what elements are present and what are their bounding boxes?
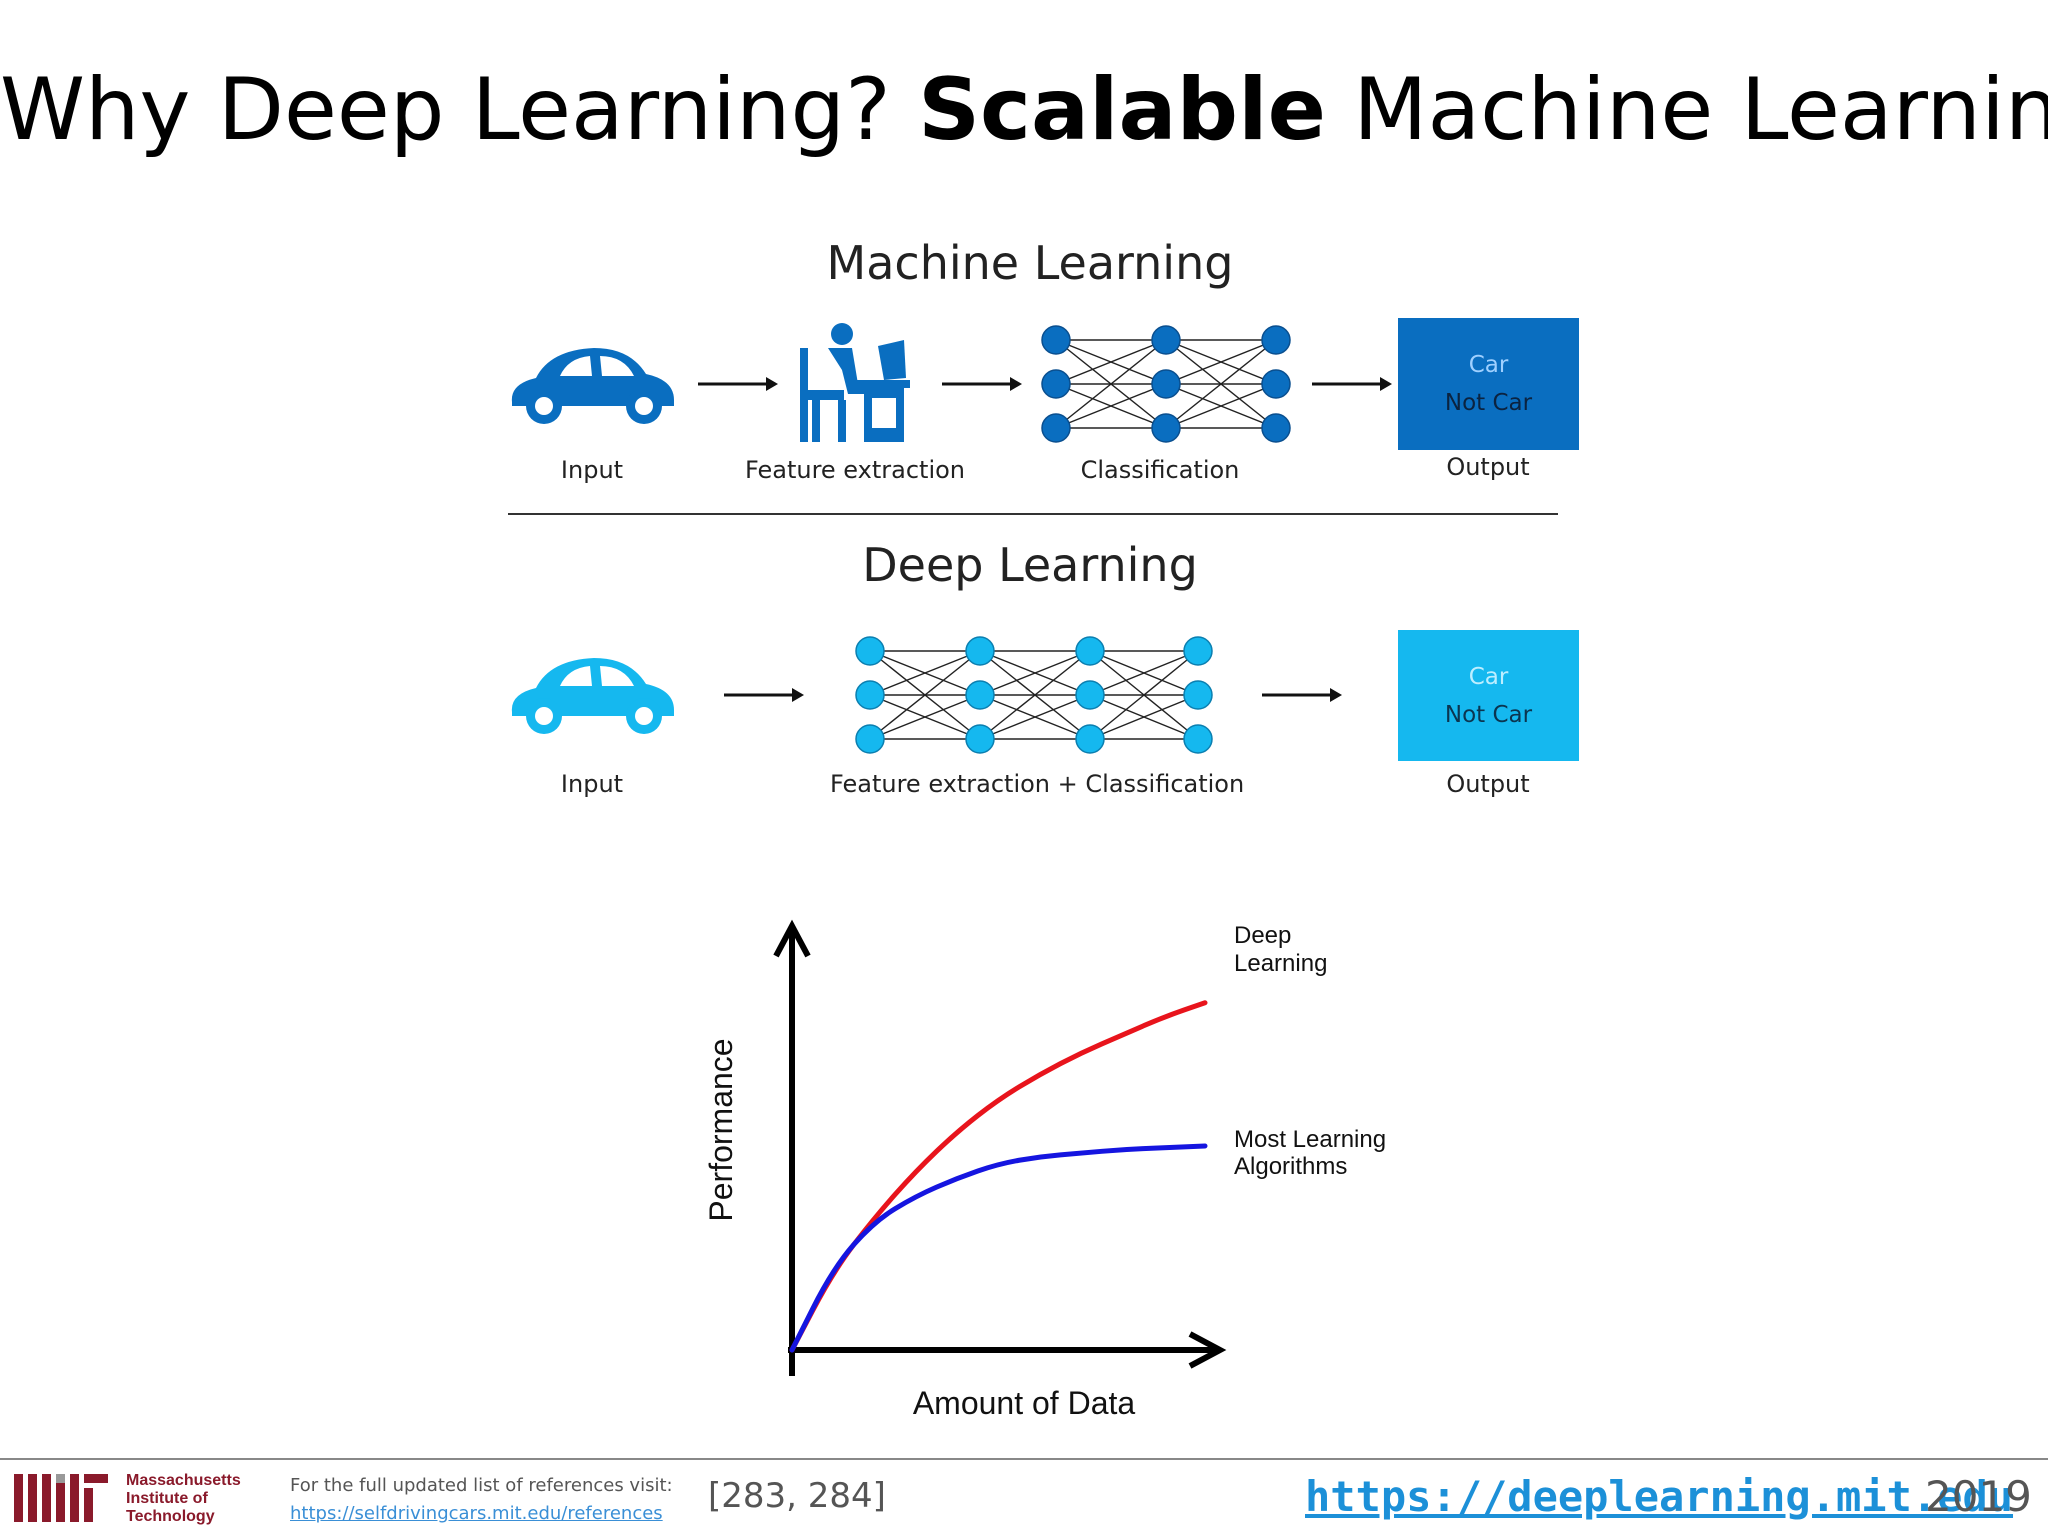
ml-output-not-car: Not Car: [1444, 390, 1533, 416]
section-divider: [508, 513, 1558, 515]
dl-output-not-car: Not Car: [1444, 701, 1533, 728]
dl-section-title: Deep Learning: [862, 538, 1198, 592]
references-note-text: For the full updated list of references …: [290, 1475, 673, 1496]
most-learning-algorithms-curve: [789, 1143, 1208, 1353]
ml-arrow-1: [698, 377, 778, 391]
dl-curve-label-line2: Learning: [1234, 950, 1327, 977]
dl-output-label: Output: [1446, 770, 1530, 798]
mit-wordmark: Massachusetts Institute of Technology: [126, 1472, 241, 1526]
mit-line3: Technology: [126, 1508, 215, 1525]
y-axis-arrowhead: [773, 919, 811, 958]
mit-logo-icon: [14, 1474, 108, 1522]
slide-title: Why Deep Learning? Scalable Machine Lear…: [0, 55, 2048, 165]
references-link[interactable]: https://selfdrivingcars.mit.edu/referenc…: [290, 1503, 663, 1524]
ml-output-car: Car: [1468, 352, 1509, 378]
footer-divider: [0, 1458, 2048, 1460]
dl-output-car: Car: [1468, 663, 1509, 690]
ml-output-label: Output: [1446, 453, 1530, 481]
ml-car-icon: [511, 348, 674, 424]
dl-neural-network-icon: [855, 636, 1213, 754]
site-link[interactable]: https://deeplearning.mit.edu: [1305, 1472, 2014, 1521]
person-at-desk-icon: [800, 323, 910, 442]
x-axis-arrowhead: [1188, 1331, 1227, 1369]
mit-line1: Massachusetts: [126, 1472, 241, 1489]
dl-output-box: Car Not Car: [1398, 630, 1579, 761]
title-rest: Machine Learning: [1325, 60, 2048, 160]
ml-curve-label-line1: Most Learning: [1234, 1126, 1386, 1153]
ml-arrow-3: [1312, 377, 1392, 391]
title-plain: Why Deep Learning?: [0, 60, 919, 160]
ml-section-title: Machine Learning: [826, 236, 1234, 290]
slide-year: 2019: [1925, 1472, 2032, 1521]
ml-feature-label: Feature extraction: [744, 456, 966, 484]
performance-chart: Amount of Data Performance Deep Learning…: [703, 919, 1386, 1421]
dl-input-label: Input: [560, 770, 624, 798]
ml-output-box: Car Not Car: [1398, 318, 1579, 450]
x-axis-label: Amount of Data: [913, 1385, 1136, 1421]
reference-numbers: [283, 284]: [708, 1476, 886, 1516]
title-bold: Scalable: [918, 60, 1326, 160]
mit-line2: Institute of: [126, 1490, 208, 1507]
dl-curve-label-line1: Deep: [1234, 922, 1291, 949]
dl-car-icon: [511, 658, 674, 734]
ml-input-label: Input: [560, 456, 624, 484]
dl-arrow-2: [1262, 688, 1342, 702]
dl-arrow-1: [724, 688, 804, 702]
ml-arrow-2: [942, 377, 1022, 391]
ml-classification-label: Classification: [1080, 456, 1240, 484]
ml-curve-label-line2: Algorithms: [1234, 1153, 1347, 1180]
dl-feature-classification-label: Feature extraction + Classification: [830, 770, 1245, 798]
deep-learning-curve: [789, 1000, 1208, 1353]
ml-neural-network-icon: [1041, 325, 1291, 443]
y-axis-label: Performance: [703, 1038, 739, 1221]
references-note: For the full updated list of references …: [290, 1472, 673, 1528]
chart-axes: [773, 919, 1227, 1376]
